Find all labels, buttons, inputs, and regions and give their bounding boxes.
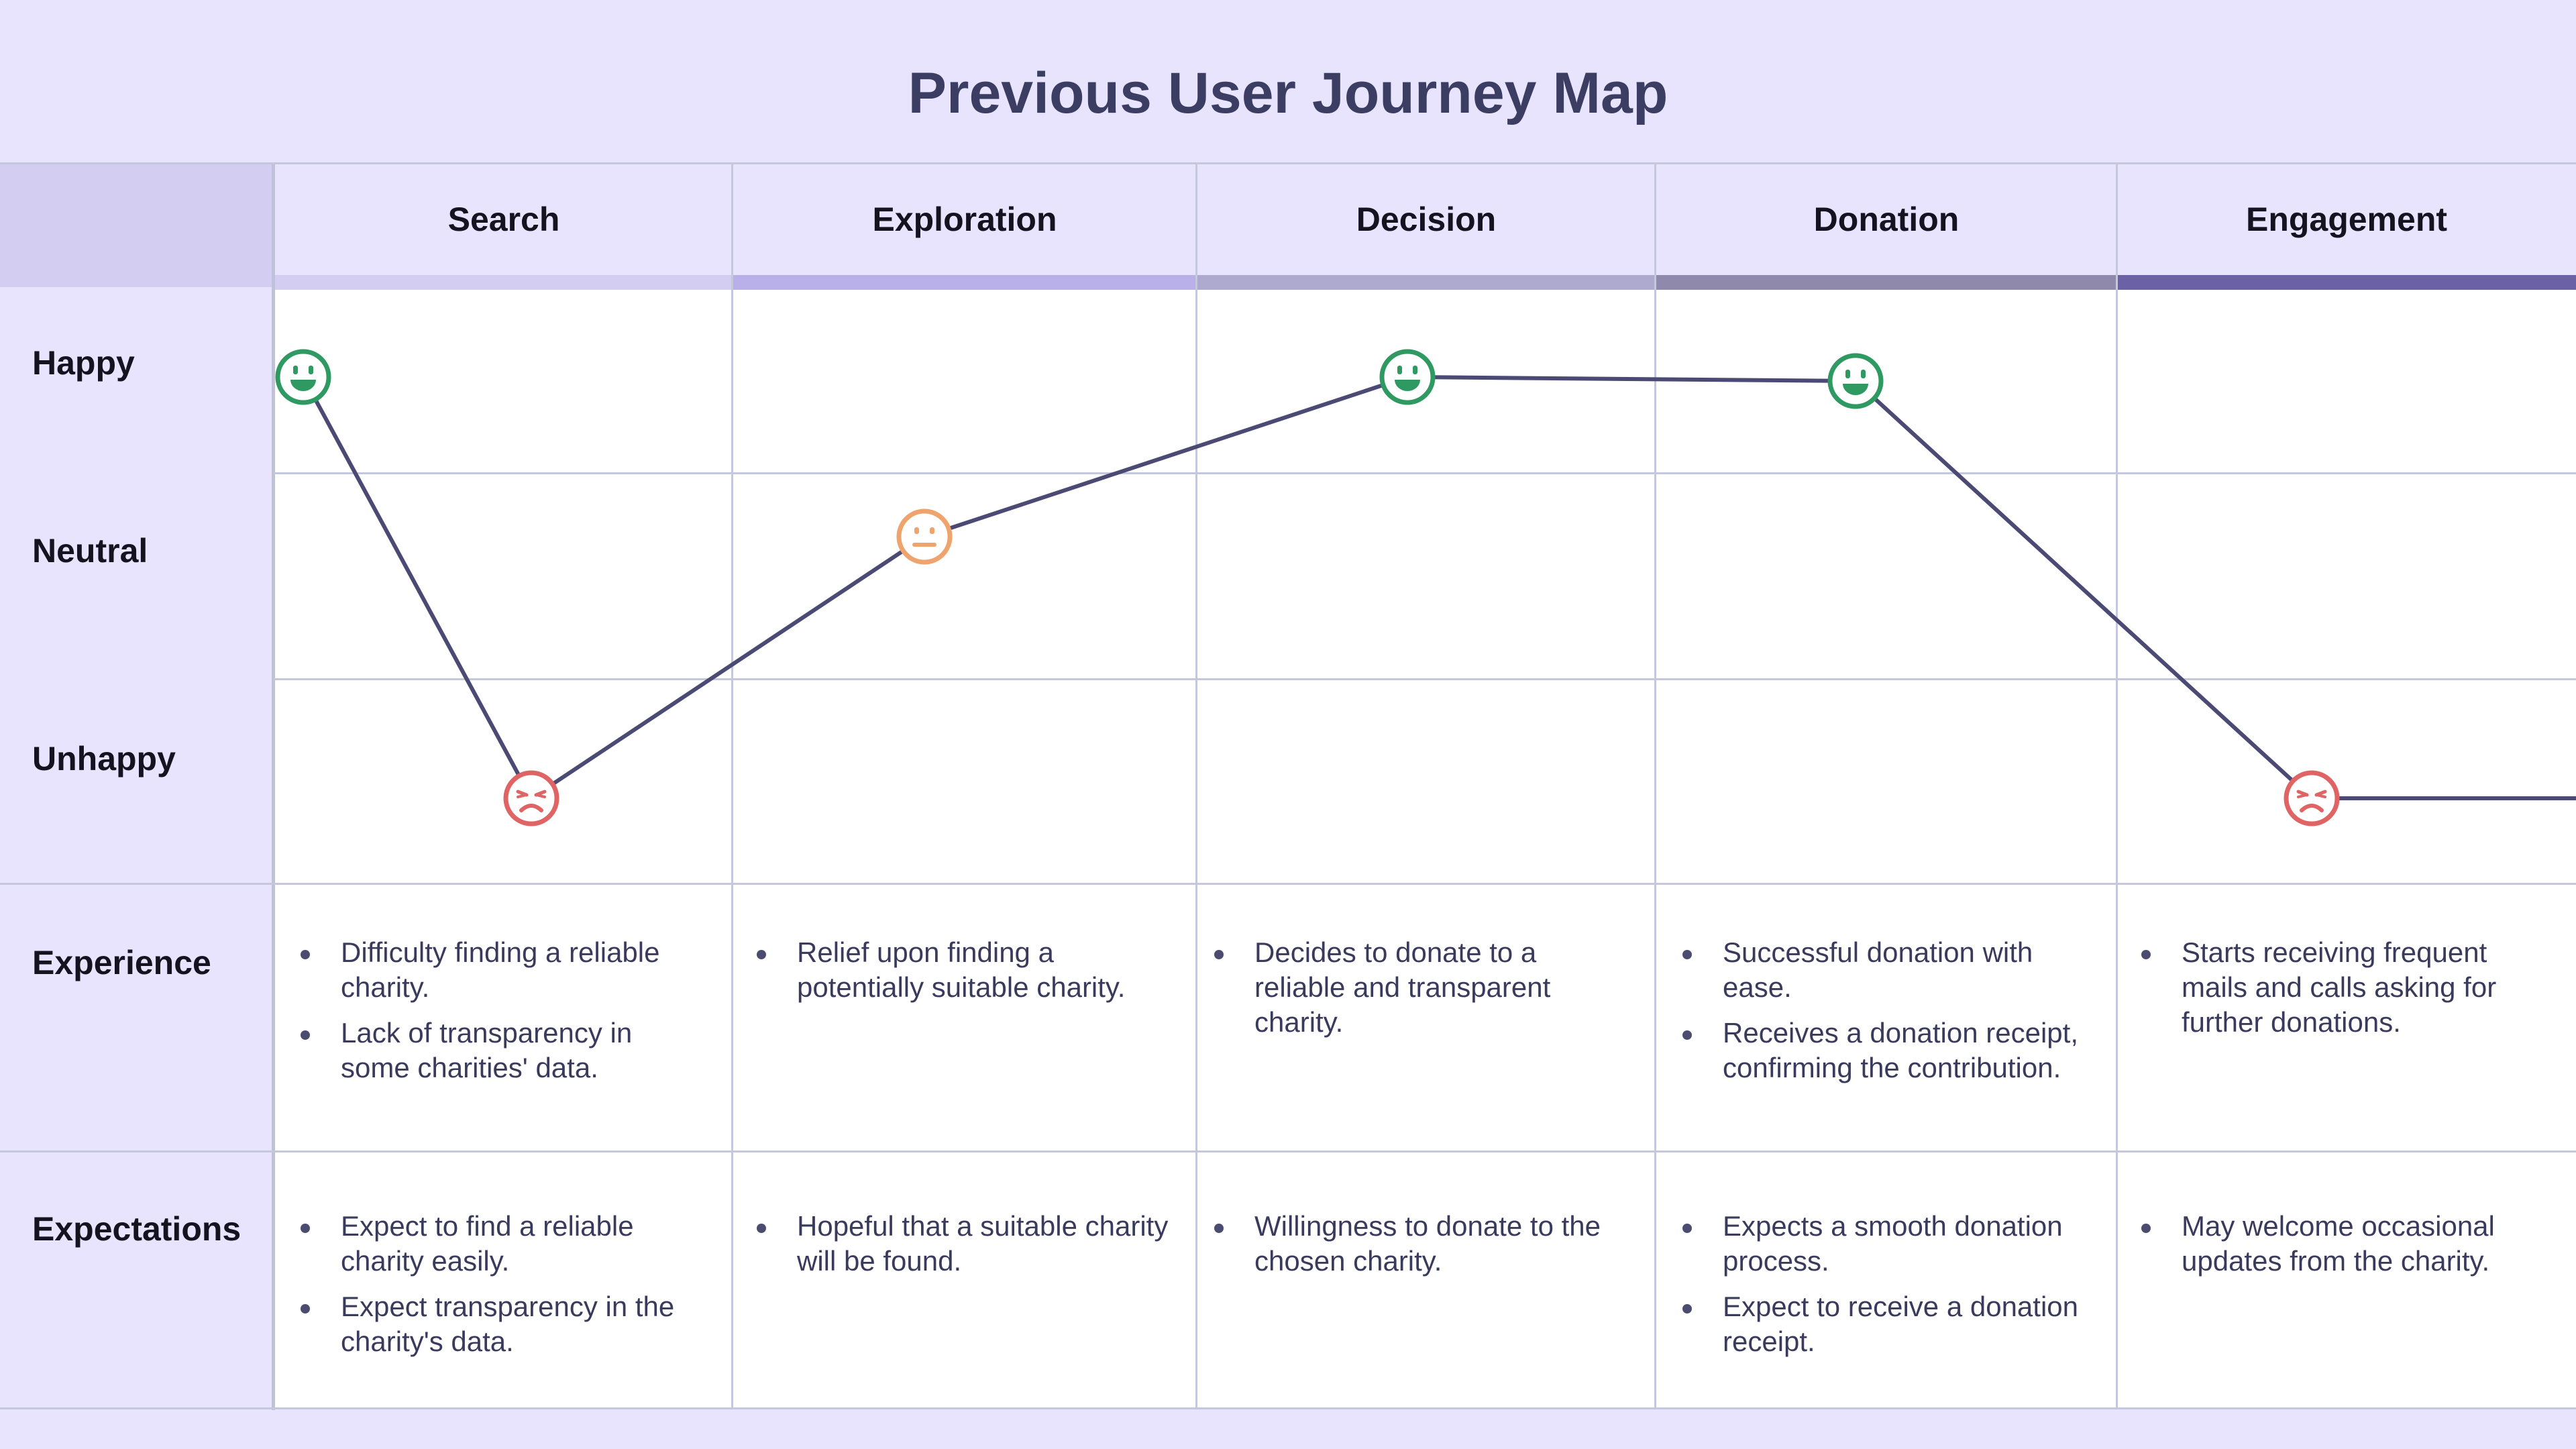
experience-cell-decision: Decides to donate to a reliable and tran… [1214, 935, 1630, 1051]
list-item: Hopeful that a suitable charity will be … [757, 1209, 1173, 1279]
list-item: Expect to find a reliable charity easily… [301, 1209, 703, 1279]
page-title: Previous User Journey Map [908, 61, 1668, 125]
row-label-unhappy: Unhappy [32, 740, 176, 777]
grid-line [731, 164, 733, 1409]
stage-header-engagement: Engagement [2117, 164, 2576, 275]
list-item: Relief upon finding a potentially suitab… [757, 935, 1173, 1005]
grid-line [1654, 164, 1656, 1409]
stage-bar-donation [1656, 275, 2117, 290]
row-label-column [0, 164, 274, 1410]
list-item: Lack of transparency in some charities' … [301, 1016, 703, 1085]
expectations-cell-engagement: May welcome occasional updates from the … [2141, 1209, 2557, 1289]
expectations-cell-search: Expect to find a reliable charity easily… [301, 1209, 703, 1370]
experience-cell-donation: Successful donation with ease. Receives … [1682, 935, 2098, 1096]
list-item: Successful donation with ease. [1682, 935, 2098, 1005]
row-label-happy: Happy [32, 344, 135, 382]
row-label-neutral: Neutral [32, 532, 148, 570]
stage-header-donation: Donation [1656, 164, 2117, 275]
list-item: Expect transparency in the charity's dat… [301, 1289, 703, 1359]
header-corner [0, 164, 274, 287]
expectations-cell-donation: Expects a smooth donation process. Expec… [1682, 1209, 2098, 1370]
stage-header-search: Search [275, 164, 733, 275]
grid-line [2116, 164, 2118, 1409]
row-label-expectations: Expectations [32, 1210, 241, 1248]
list-item: Starts receiving frequent mails and call… [2141, 935, 2557, 1040]
list-item: Expects a smooth donation process. [1682, 1209, 2098, 1279]
list-item: Willingness to donate to the chosen char… [1214, 1209, 1630, 1279]
expectations-cell-exploration: Hopeful that a suitable charity will be … [757, 1209, 1173, 1289]
grid-line [0, 162, 2576, 164]
grid-left-border [272, 164, 275, 1410]
expectations-cell-decision: Willingness to donate to the chosen char… [1214, 1209, 1630, 1289]
experience-cell-engagement: Starts receiving frequent mails and call… [2141, 935, 2557, 1051]
grid-line [0, 1150, 2576, 1152]
list-item: Decides to donate to a reliable and tran… [1214, 935, 1630, 1040]
list-item: Receives a donation receipt, confirming … [1682, 1016, 2098, 1085]
stage-header-exploration: Exploration [733, 164, 1197, 275]
experience-cell-exploration: Relief upon finding a potentially suitab… [757, 935, 1173, 1016]
stage-bar-exploration [733, 275, 1197, 290]
stage-bar-engagement [2117, 275, 2576, 290]
experience-cell-search: Difficulty finding a reliable charity. L… [301, 935, 703, 1096]
grid-line [1195, 164, 1197, 1409]
list-item: Difficulty finding a reliable charity. [301, 935, 703, 1005]
list-item: Expect to receive a donation receipt. [1682, 1289, 2098, 1359]
grid-line [0, 1407, 2576, 1409]
stage-header-decision: Decision [1197, 164, 1656, 275]
stage-bar-search [275, 275, 733, 290]
grid-line [0, 883, 2576, 885]
stage-bar-decision [1197, 275, 1656, 290]
grid-line [274, 472, 2576, 474]
row-label-experience: Experience [32, 944, 211, 981]
list-item: May welcome occasional updates from the … [2141, 1209, 2557, 1279]
grid-line [274, 678, 2576, 680]
